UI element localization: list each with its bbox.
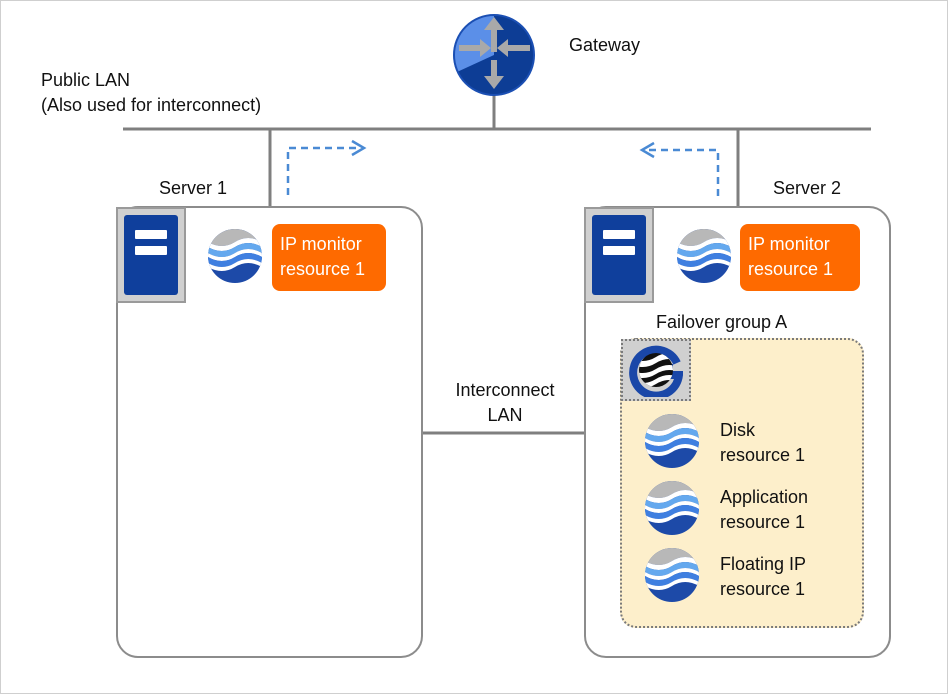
floating-ip-resource-line2: resource 1	[720, 579, 806, 599]
floating-ip-resource-line1: Floating IP	[720, 554, 807, 574]
server1-monitor-resource-icon	[208, 229, 262, 283]
disk-resource-icon	[645, 414, 699, 468]
server2-monitor-resource-icon	[677, 229, 731, 283]
server2-icon	[584, 207, 654, 303]
server1-monitor-arrow	[286, 139, 367, 195]
application-resource-line1: Application	[720, 487, 809, 507]
application-resource-icon	[645, 481, 699, 535]
failover-group-icon-frame	[621, 339, 691, 401]
disk-resource-line1: Disk	[720, 420, 755, 440]
server1-icon	[116, 207, 186, 303]
disk-resource-line2: resource 1	[720, 445, 806, 465]
interconnect-sublabel: LAN	[487, 405, 523, 425]
server2-monitor-line2: resource 1	[748, 259, 834, 279]
gateway-router-icon	[453, 14, 535, 96]
server1-monitor-line1: IP monitor	[280, 234, 362, 254]
gateway-label: Gateway	[569, 35, 641, 55]
server2-monitor-arrow	[639, 141, 720, 196]
failover-group-icon	[629, 345, 683, 397]
server2-title: Server 2	[773, 178, 842, 198]
server1-monitor-line2: resource 1	[280, 259, 366, 279]
failover-group-title: Failover group A	[656, 312, 788, 332]
server2-monitor-line1: IP monitor	[748, 234, 830, 254]
public-lan-sublabel: (Also used for interconnect)	[41, 95, 262, 115]
server2-ip-monitor-badge: IP monitor resource 1	[740, 224, 860, 291]
floating-ip-resource-icon	[645, 548, 699, 602]
public-lan-label: Public LAN	[41, 70, 131, 90]
server1-title: Server 1	[159, 178, 228, 198]
application-resource-line2: resource 1	[720, 512, 806, 532]
interconnect-label: Interconnect	[455, 380, 555, 400]
server1-ip-monitor-badge: IP monitor resource 1	[272, 224, 386, 291]
